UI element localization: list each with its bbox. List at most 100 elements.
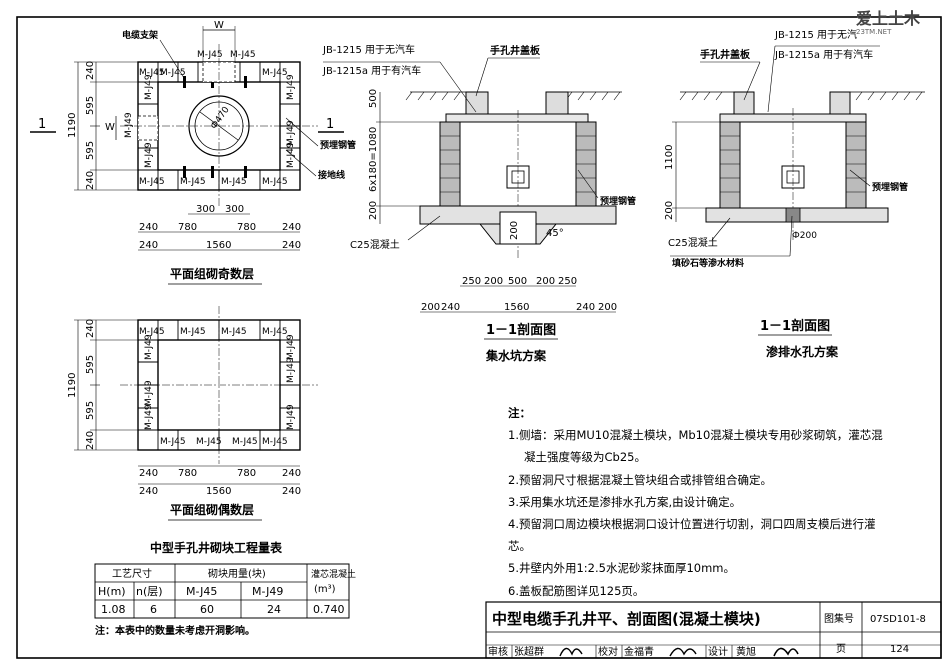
dim: 240 [85,319,96,338]
dim: 240 [282,222,301,233]
dim: 240 [576,302,595,313]
block-label: M-J45 [160,437,186,447]
dim-total: 1560 [504,302,529,313]
atlas-number: 07SD101-8 [870,614,926,625]
dim: 1560 [206,240,231,251]
section-mark: 1 [38,117,46,132]
block-label: M-J45 [262,437,288,447]
w-label: W [105,122,115,133]
quantity-table: 中型手孔井砌块工程量表 工艺尺寸 砌块用量(块) 灌芯混凝土 (m³) H(m)… [94,540,356,637]
dim: 200 [536,276,555,287]
table-cell: 24 [267,603,281,616]
block-label: M-J45 [221,327,247,337]
angle-label: 45° [546,228,564,239]
block-label: M-J45 [262,177,288,187]
dim: 200 [368,201,379,220]
dim: Ф200 [792,231,817,241]
title-block: 中型电缆手孔井平、剖面图(混凝土模块) 图集号 07SD101-8 审核 张超群… [485,601,942,659]
dim: 250 [462,276,481,287]
dim: 240 [85,431,96,450]
dim: 200 [509,221,520,240]
plan-even: M-J45 M-J45 M-J45 M-J45 M-J45 M-J45 M-J4… [67,306,318,521]
block-label: M-J49 [124,112,134,138]
dim: 240 [139,486,158,497]
table-cell: 60 [200,603,214,616]
dim: 240 [139,468,158,479]
logo-sub: 23TM.NET [856,28,892,36]
jb1215a-label: JB-1215a 用于有汽车 [774,48,873,61]
block-label: M-J49 [286,142,296,168]
dim: 240 [441,302,460,313]
dim: 200 [664,201,675,220]
dim: 300 [196,204,215,215]
cover-label: 手孔井盖板 [490,44,541,57]
dim: 200 [484,276,503,287]
jb1215-label: JB-1215 用于无汽 [774,28,857,41]
dim: 1100 [664,145,675,170]
block-label: M-J49 [144,404,154,430]
embedded-pipe-label: 预埋钢管 [320,139,356,151]
atlas-label: 图集号 [824,612,854,625]
table-cell: 1.08 [101,603,126,616]
notes-title: 注： [508,406,531,420]
dim: 1560 [206,486,231,497]
section-seepage: 1100 200 手孔井盖板 JB-1215 用于无汽 JB-1215a 用于有… [664,28,925,359]
gravel-label: 填砂石等渗水材料 [672,257,744,269]
plan-odd: Ф470 M-J45 M-J45 M-J45 M-J45 M-J45 M-J45… [30,20,356,285]
block-label: M-J49 [286,357,296,383]
block-label: M-J49 [144,142,154,168]
section-title: 1－1剖面图 [760,318,830,334]
table-col: M-J45 [186,585,217,598]
concrete-label: C25混凝土 [350,238,400,251]
reviewer-name: 张超群 [514,645,544,658]
dim-courses: 6x180=1080 [368,127,379,192]
dim: 780 [237,222,256,233]
checker-name: 金福青 [624,645,654,658]
signature-mark [773,647,799,657]
table-title: 中型手孔井砌块工程量表 [150,540,283,555]
block-label: M-J49 [286,334,296,360]
dim: 200 [421,302,440,313]
block-label: M-J45 [180,327,206,337]
dim: 240 [282,468,301,479]
w-label: W [214,20,224,31]
dim: 200 [598,302,617,313]
note-item: 凝土强度等级为Cb25。 [524,450,646,465]
note-item: 6.盖板配筋图详见125页。 [508,583,645,598]
cable-bracket-label: 电缆支架 [122,29,158,41]
ground-wire-label: 接地线 [318,169,345,181]
table-cell: 0.740 [313,603,345,616]
dim: 300 [225,204,244,215]
dim: 240 [139,240,158,251]
dim: 780 [178,468,197,479]
plan-odd-caption: 平面组砌奇数层 [170,266,254,281]
table-header: (m³) [314,584,336,595]
signature-mark [559,647,583,657]
block-label: M-J45 [139,327,165,337]
block-label: M-J45 [262,68,288,78]
dim: 500 [508,276,527,287]
cover-label: 手孔井盖板 [700,48,751,61]
block-label: M-J45 [139,177,165,187]
dim: 250 [558,276,577,287]
block-label: M-J45 [139,68,165,78]
note-item: 2.预留洞尺寸根据混凝土管块组合或排管组合确定。 [508,472,772,487]
dim: 240 [139,222,158,233]
note-item: 5.井壁内外用1:2.5水泥砂浆抹面厚10mm。 [508,561,735,576]
block-label: M-J49 [144,334,154,360]
designer-name: 黄旭 [736,645,756,658]
page-number: 124 [890,644,909,655]
drawing-title: 中型电缆手孔井平、剖面图(混凝土模块) [492,610,761,628]
dim: 500 [368,89,379,108]
dim: 595 [85,141,96,160]
table-header: 灌芯混凝土 [311,568,356,580]
block-label: M-J45 [262,327,288,337]
dim: 240 [282,240,301,251]
page-label: 页 [836,643,846,655]
notes-block: 注： 1.侧墙：采用MU10混凝土模块，Mb10混凝土模块专用砂浆砌筑，灌芯混 … [508,402,888,602]
table-col: M-J49 [252,585,283,598]
dim: 240 [85,61,96,80]
check-label: 校对 [598,645,618,658]
pipe-label: 预埋钢管 [872,181,908,193]
